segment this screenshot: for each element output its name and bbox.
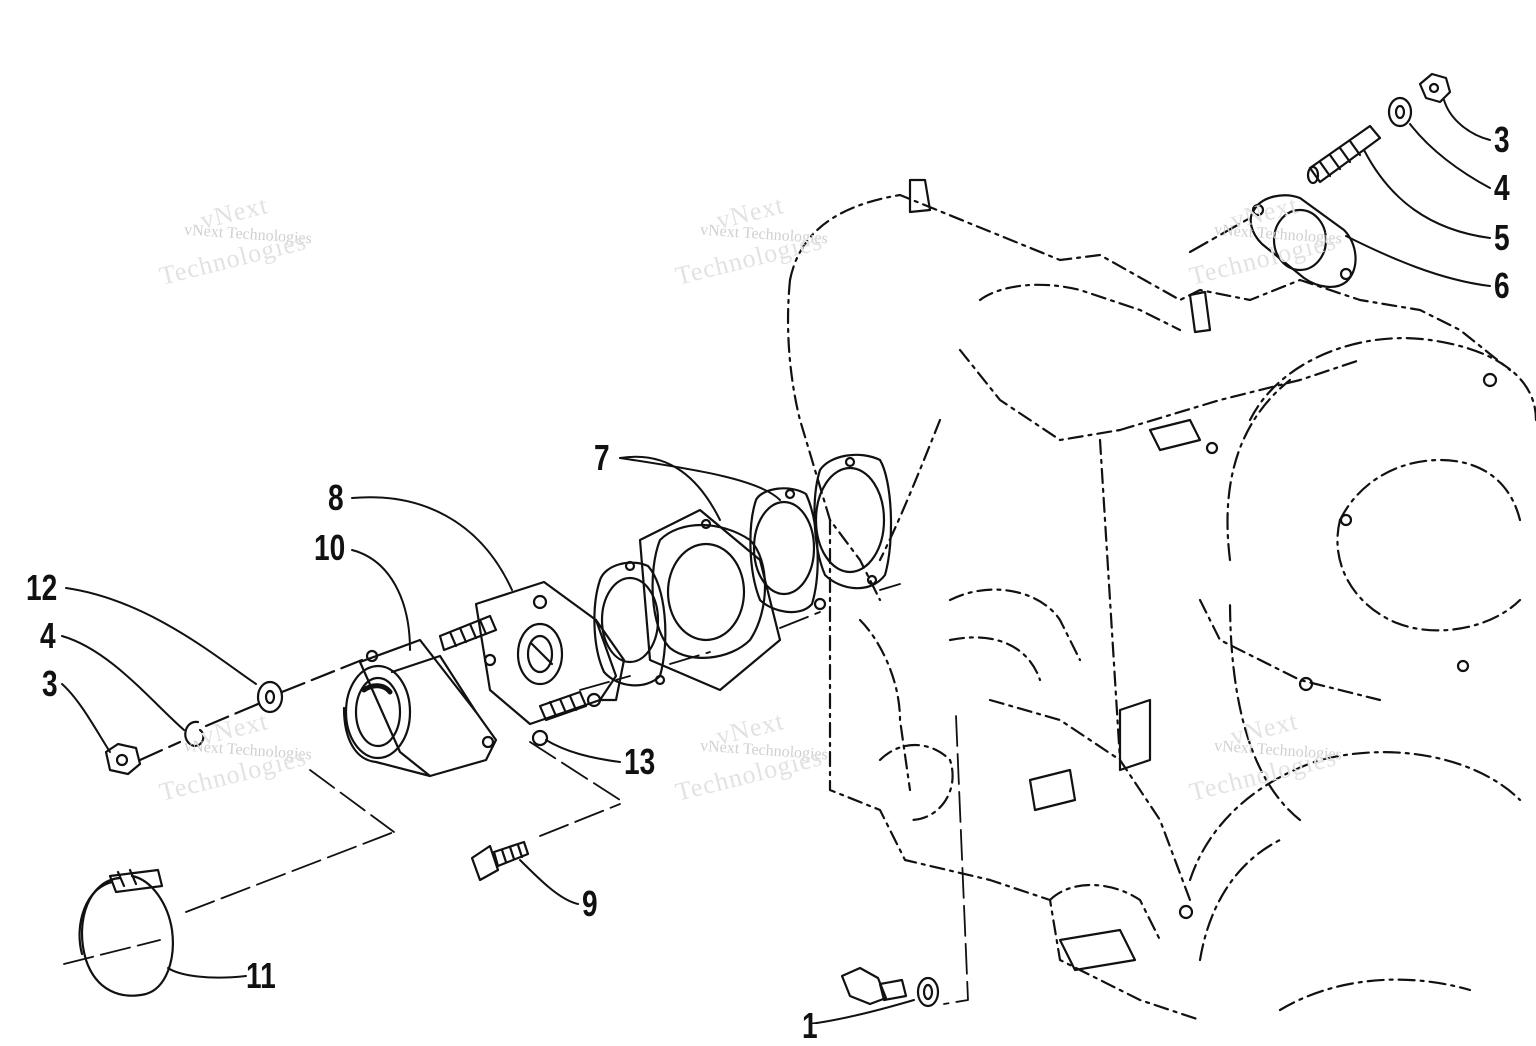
callout-12: 12 [26, 567, 58, 608]
callout-8: 8 [328, 477, 344, 518]
exhaust-gasket-top [1249, 194, 1357, 288]
callout-6: 6 [1494, 265, 1510, 306]
gasket-ring [593, 560, 667, 687]
gasket-engine [813, 453, 893, 590]
callout-7: 7 [594, 437, 610, 478]
callout-10: 10 [314, 527, 346, 568]
exhaust-adapter [342, 638, 498, 778]
exploded-parts-diagram [61, 72, 1536, 1024]
pin-13 [531, 729, 549, 747]
callout-3-left: 3 [42, 663, 58, 704]
gasket-spacer [749, 487, 827, 614]
stud-top [1306, 124, 1382, 185]
engine-block [786, 193, 1512, 1022]
callout-5: 5 [1494, 217, 1510, 258]
nut-top [1418, 72, 1452, 104]
bolt-9 [470, 840, 530, 882]
callout-9: 9 [582, 883, 598, 924]
leader-lines [61, 99, 1491, 1024]
centerlines [63, 583, 969, 1005]
hose-clamp [78, 868, 174, 997]
lock-washer-left [184, 720, 205, 748]
manifold-flange-plate [474, 580, 626, 726]
callout-3-top: 3 [1494, 119, 1510, 160]
engine-details [908, 178, 1498, 972]
stud-lower [538, 690, 588, 722]
callout-4-left: 4 [40, 615, 56, 656]
washer-top [1387, 96, 1413, 128]
nut-left [104, 742, 142, 776]
grease-fitting [840, 966, 908, 1006]
stud-centerline-left [138, 658, 364, 762]
callout-4-top: 4 [1494, 167, 1510, 208]
stud-upper [438, 614, 498, 652]
callout-1: 1 [802, 1005, 818, 1046]
callout-13: 13 [624, 741, 656, 782]
gasket-flange [638, 508, 782, 692]
washer-12 [256, 680, 284, 714]
callout-11: 11 [246, 955, 276, 996]
centerline-top [1188, 216, 1252, 254]
sealing-ring [916, 976, 940, 1008]
flywheel-housing [1188, 337, 1536, 1012]
